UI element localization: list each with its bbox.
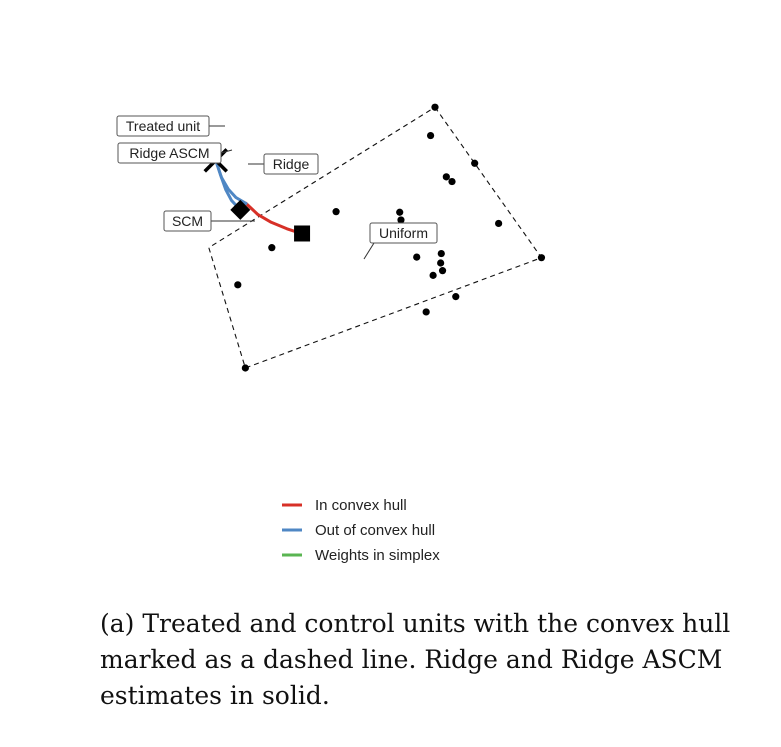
control-unit-point-15 bbox=[438, 267, 447, 275]
control-unit-point-16 bbox=[429, 271, 437, 279]
uniform-marker bbox=[294, 225, 311, 242]
convex-hull-outline bbox=[208, 106, 543, 369]
control-unit-point-13 bbox=[413, 253, 421, 261]
callout-labels-layer: Treated unit Ridge ASCM Ridge SCM Unifor… bbox=[116, 115, 438, 260]
label-scm: SCM bbox=[163, 210, 255, 232]
label-ridge: Ridge bbox=[248, 153, 319, 175]
control-unit-point-20 bbox=[241, 364, 249, 372]
leader-uniform bbox=[363, 242, 375, 260]
legend-item-weights-in-simplex: Weights in simplex bbox=[282, 547, 440, 564]
label-box-scm bbox=[163, 210, 212, 232]
path-in-hull-0 bbox=[244, 201, 300, 234]
label-box-treated-unit bbox=[116, 115, 210, 137]
control-unit-point-4 bbox=[442, 173, 450, 181]
control-unit-point-7 bbox=[396, 208, 404, 216]
label-ridge-ascm: Ridge ASCM bbox=[117, 142, 233, 164]
control-unit-point-12 bbox=[537, 254, 546, 262]
control-unit-point-11 bbox=[437, 249, 445, 258]
legend-item-in-convex-hull: In convex hull bbox=[282, 497, 407, 514]
leader-ridge-ascm bbox=[220, 149, 233, 154]
label-text-treated-unit: Treated unit bbox=[126, 118, 200, 134]
control-unit-point-18 bbox=[452, 293, 460, 301]
label-treated-unit: Treated unit bbox=[116, 115, 225, 137]
control-unit-point-8 bbox=[495, 219, 503, 228]
control-unit-point-9 bbox=[397, 216, 405, 224]
control-unit-point-6 bbox=[332, 208, 340, 216]
control-unit-point-2 bbox=[426, 131, 435, 140]
control-units-layer bbox=[234, 103, 546, 372]
control-unit-point-14 bbox=[437, 259, 445, 267]
legend-item-out-of-convex-hull: Out of convex hull bbox=[282, 522, 435, 539]
label-box-uniform bbox=[369, 222, 438, 244]
label-text-ridge: Ridge bbox=[273, 156, 310, 172]
legend-label-weights-in-simplex: Weights in simplex bbox=[315, 547, 440, 564]
label-box-ridge bbox=[263, 153, 319, 175]
legend-label-in-convex-hull: In convex hull bbox=[315, 497, 407, 514]
label-text-scm: SCM bbox=[172, 213, 203, 229]
label-text-ridge-ascm: Ridge ASCM bbox=[129, 145, 209, 161]
label-uniform: Uniform bbox=[363, 222, 438, 260]
label-box-ridge-ascm bbox=[117, 142, 222, 164]
label-text-uniform: Uniform bbox=[379, 225, 428, 241]
path-out-hull-3 bbox=[214, 158, 242, 212]
control-unit-point-10 bbox=[268, 244, 276, 252]
control-unit-point-5 bbox=[448, 177, 456, 186]
figure-caption: (a) Treated and control units with the c… bbox=[100, 609, 731, 710]
legend-label-out-of-convex-hull: Out of convex hull bbox=[315, 522, 435, 539]
chart-figure: Treated unit Ridge ASCM Ridge SCM Unifor… bbox=[116, 103, 546, 564]
control-unit-point-17 bbox=[234, 281, 242, 289]
convex-hull-layer bbox=[208, 106, 543, 369]
control-unit-point-3 bbox=[471, 159, 479, 167]
legend: In convex hull Out of convex hull Weight… bbox=[282, 497, 440, 564]
control-unit-point-19 bbox=[422, 308, 430, 316]
scm-marker bbox=[230, 199, 251, 220]
control-unit-point-1 bbox=[431, 103, 439, 111]
